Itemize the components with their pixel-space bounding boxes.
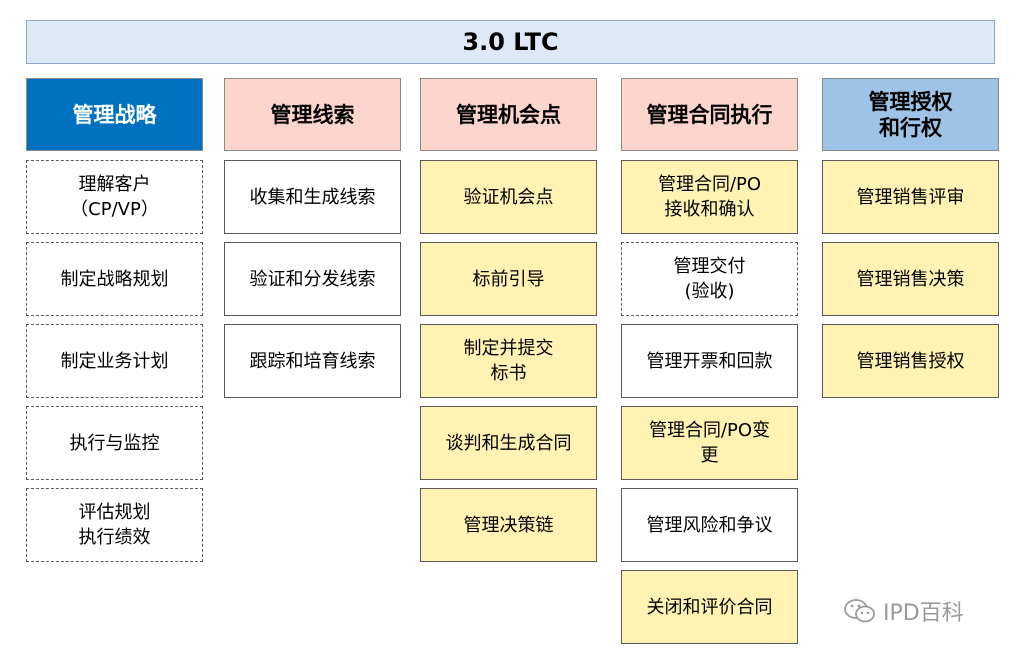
column-header: 管理合同执行 [621, 78, 798, 151]
column-opportunity: 管理机会点验证机会点标前引导制定并提交 标书谈判和生成合同管理决策链 [420, 78, 597, 562]
process-step-box: 管理合同/PO 接收和确认 [621, 160, 798, 234]
watermark: IPD百科 [843, 596, 964, 626]
process-step-box: 收集和生成线索 [224, 160, 401, 234]
process-step-box: 验证和分发线索 [224, 242, 401, 316]
column-contract: 管理合同执行管理合同/PO 接收和确认管理交付 (验收) 管理开票和回款管理合同/… [621, 78, 798, 644]
column-strategy: 管理战略理解客户 （CP/VP） 制定战略规划制定业务计划执行与监控评估规划 执行… [26, 78, 203, 562]
process-step-box: 管理决策链 [420, 488, 597, 562]
column-header: 管理线索 [224, 78, 401, 151]
process-step-box: 管理风险和争议 [621, 488, 798, 562]
process-step-box: 制定战略规划 [26, 242, 203, 316]
process-step-box: 执行与监控 [26, 406, 203, 480]
process-step-box: 关闭和评价合同 [621, 570, 798, 644]
process-step-box: 评估规划 执行绩效 [26, 488, 203, 562]
process-step-box: 跟踪和培育线索 [224, 324, 401, 398]
process-step-box: 管理交付 (验收) [621, 242, 798, 316]
process-step-box: 验证机会点 [420, 160, 597, 234]
process-step-box: 管理销售授权 [822, 324, 999, 398]
process-step-box: 理解客户 （CP/VP） [26, 160, 203, 234]
process-step-box: 管理开票和回款 [621, 324, 798, 398]
process-step-box: 制定业务计划 [26, 324, 203, 398]
process-step-box: 管理销售决策 [822, 242, 999, 316]
column-header: 管理战略 [26, 78, 203, 151]
watermark-text: IPD百科 [883, 601, 964, 626]
process-step-box: 管理合同/PO变 更 [621, 406, 798, 480]
process-step-box: 标前引导 [420, 242, 597, 316]
process-step-box: 谈判和生成合同 [420, 406, 597, 480]
wechat-icon [844, 599, 875, 623]
diagram-title: 3.0 LTC [26, 20, 995, 64]
column-leads: 管理线索收集和生成线索验证和分发线索跟踪和培育线索 [224, 78, 401, 398]
column-header: 管理机会点 [420, 78, 597, 151]
column-authorization: 管理授权 和行权管理销售评审管理销售决策管理销售授权 [822, 78, 999, 398]
process-step-box: 管理销售评审 [822, 160, 999, 234]
column-header: 管理授权 和行权 [822, 78, 999, 151]
process-step-box: 制定并提交 标书 [420, 324, 597, 398]
